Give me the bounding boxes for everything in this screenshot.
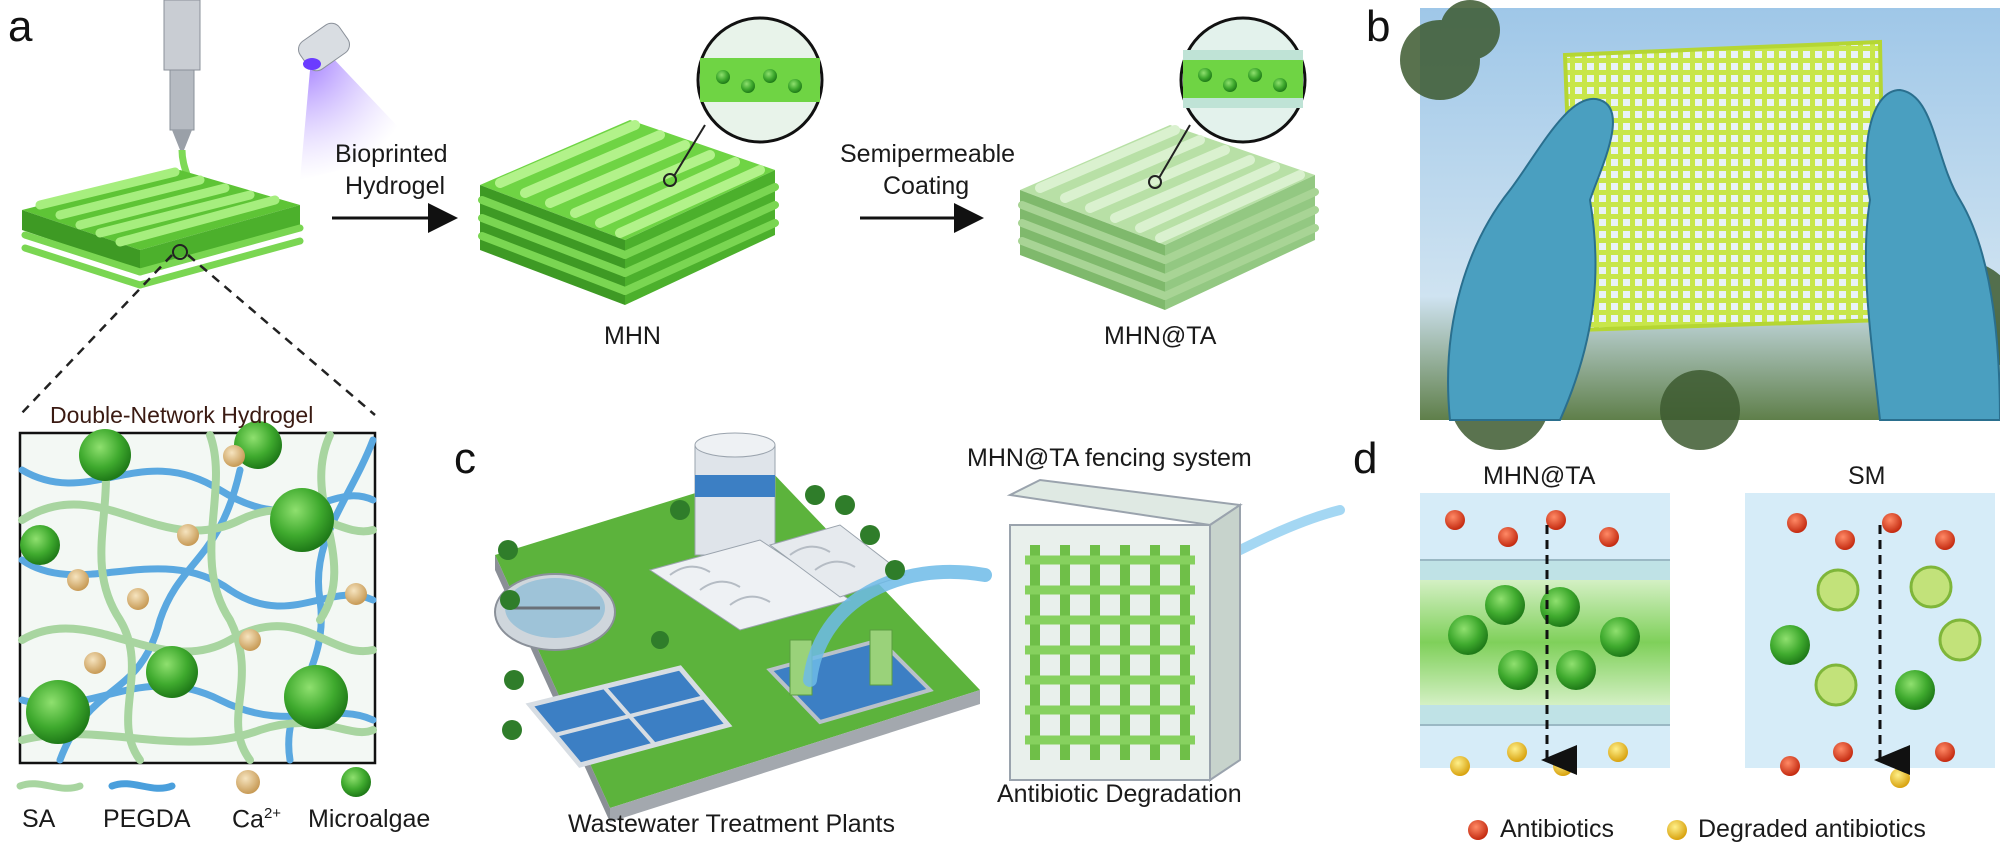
double-network-title: Double-Network Hydrogel (50, 402, 314, 428)
mhnta-box-title: MHN@TA (1483, 462, 1596, 490)
clarifier-tank-icon (494, 573, 616, 651)
treatment-building-icon (648, 524, 907, 631)
print-nozzle-icon (163, 0, 201, 186)
microalgae-legend-label: Microalgae (308, 805, 431, 833)
degraded-legend-icon (1667, 820, 1687, 840)
panel-a (16, 0, 1319, 797)
arrow1-label-line2: Hydrogel (345, 172, 446, 200)
panel-d-label: d (1353, 434, 1378, 483)
pegda-legend-icon (108, 780, 176, 792)
trees-icon (498, 485, 905, 740)
microalgae-legend-icon (341, 767, 371, 797)
degraded-legend-label: Degraded antibiotics (1698, 815, 1926, 843)
zoom-marker-icon (172, 244, 188, 260)
mhn-scaffold (478, 120, 779, 305)
mhnta-fencing-system (1006, 478, 1243, 782)
uv-light-beam (300, 55, 420, 180)
arrow1-label-line1: Bioprinted (335, 140, 448, 168)
silo-icon (694, 432, 776, 556)
hydrogel-scaffold-printing (21, 167, 304, 289)
calcium-legend-icon (236, 770, 260, 794)
mhn-zoom-circle (696, 16, 824, 144)
double-network-panel (18, 421, 377, 765)
sm-box-title: SM (1848, 462, 1886, 490)
arrow2-label-line1: Semipermeable (840, 140, 1016, 168)
mhnta-label: MHN@TA (1104, 322, 1217, 350)
panel-a-label: a (8, 2, 33, 51)
panel-c-label: c (454, 434, 476, 483)
arrow2-label-line2: Coating (883, 172, 970, 200)
settling-basins-icon (525, 665, 733, 768)
glove-left-icon (1447, 97, 1614, 421)
sa-legend-icon (16, 780, 84, 792)
printed-mesh-photo (1562, 39, 1888, 333)
mhnta-scaffold (1018, 124, 1319, 310)
antibiotics-legend-label: Antibiotics (1500, 815, 1614, 843)
glove-right-icon (1864, 88, 2000, 421)
zoom-line-right (187, 254, 376, 416)
fencing-system-title: MHN@TA fencing system (967, 444, 1252, 472)
mhnta-diffusion-box (1420, 493, 1670, 776)
uv-lamp-icon (298, 22, 350, 72)
mhnta-zoom-circle (1179, 16, 1307, 144)
degradation-label: Antibiotic Degradation (997, 780, 1242, 808)
panel-b (1400, 0, 2000, 450)
sm-diffusion-box (1745, 493, 1995, 788)
sa-legend-label: SA (22, 805, 56, 833)
water-stream (803, 564, 992, 687)
mhn-label: MHN (604, 322, 661, 350)
antibiotics-legend-icon (1468, 820, 1488, 840)
plant-label: Wastewater Treatment Plants (568, 810, 895, 838)
panel-c (494, 432, 1345, 822)
pegda-legend-label: PEGDA (103, 805, 191, 833)
panel-d (1420, 493, 1995, 840)
calcium-legend-label: Ca2+ (232, 805, 282, 834)
zoom-line-left (19, 254, 173, 416)
panel-b-label: b (1366, 2, 1391, 51)
